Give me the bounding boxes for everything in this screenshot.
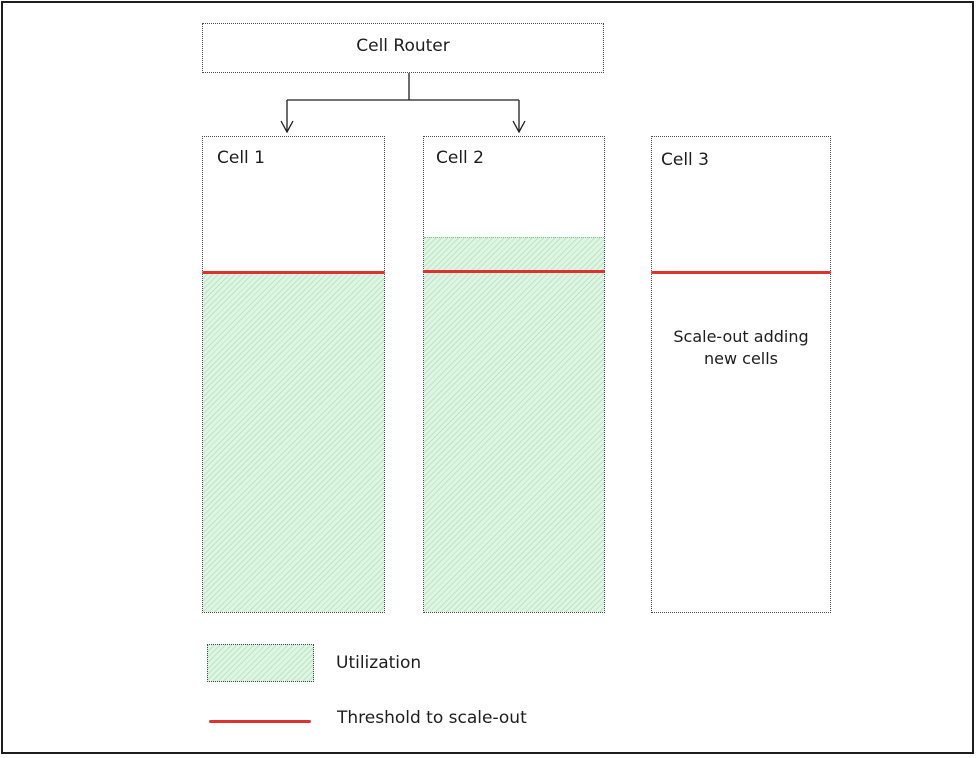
legend-threshold-swatch	[209, 720, 311, 723]
cell-3-threshold-line	[651, 271, 831, 274]
cell-2-box	[423, 136, 605, 613]
legend-threshold-label: Threshold to scale-out	[337, 708, 527, 728]
cell-3-box	[651, 136, 831, 613]
cell-3-scale-out-note: Scale-out adding new cells	[673, 327, 809, 368]
arrowhead-cell-1	[280, 120, 294, 134]
cell-router-box	[202, 23, 604, 73]
cell-router-label: Cell Router	[356, 36, 450, 56]
legend-utilization-swatch	[207, 644, 314, 682]
cell-1-threshold-line	[202, 271, 385, 274]
arrowhead-cell-2	[512, 120, 526, 134]
legend-utilization-label: Utilization	[336, 653, 422, 673]
cell-1-label: Cell 1	[217, 148, 265, 168]
cell-1-utilization	[203, 272, 384, 612]
cell-2-label: Cell 2	[436, 148, 484, 168]
cell-3-label: Cell 3	[661, 150, 709, 170]
cell-2-threshold-line	[423, 270, 605, 273]
cell-1-box	[202, 136, 385, 613]
cell-2-utilization	[424, 237, 604, 612]
